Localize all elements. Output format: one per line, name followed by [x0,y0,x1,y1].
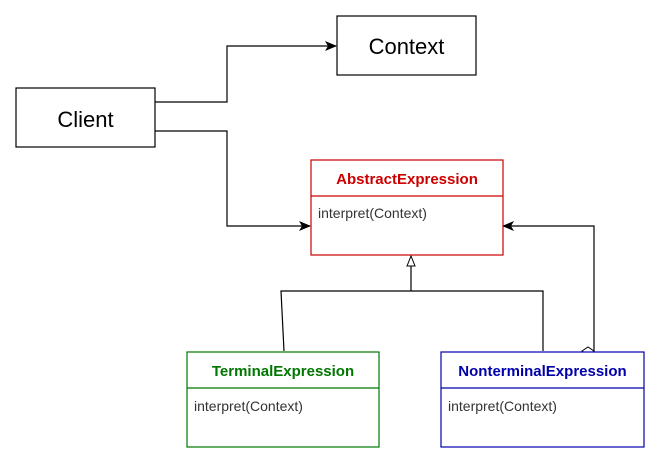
client-to-abstract-arrow [155,130,311,231]
nonterminal-inheritance-line [411,290,544,351]
client-label: Client [57,107,113,132]
terminal-expression-method: interpret(Context) [194,398,303,414]
context-label: Context [369,34,445,59]
terminal-inheritance-line [280,290,411,352]
abstract-expression-class: AbstractExpression interpret(Context) [310,159,504,256]
client-to-context-arrow [155,41,337,103]
terminal-expression-title: TerminalExpression [212,363,354,380]
terminal-expression-class: TerminalExpression interpret(Context) [186,351,380,448]
abstract-expression-title: AbstractExpression [336,171,478,188]
connectors [155,41,595,356]
abstract-expression-method: interpret(Context) [318,205,427,221]
nonterminal-expression-method: interpret(Context) [448,398,557,414]
context-box: Context [336,15,477,76]
nonterminal-expression-class: NonterminalExpression interpret(Context) [440,351,645,448]
nonterminal-expression-title: NonterminalExpression [458,363,626,380]
client-box: Client [15,87,156,148]
aggregation-arrow [502,221,595,356]
